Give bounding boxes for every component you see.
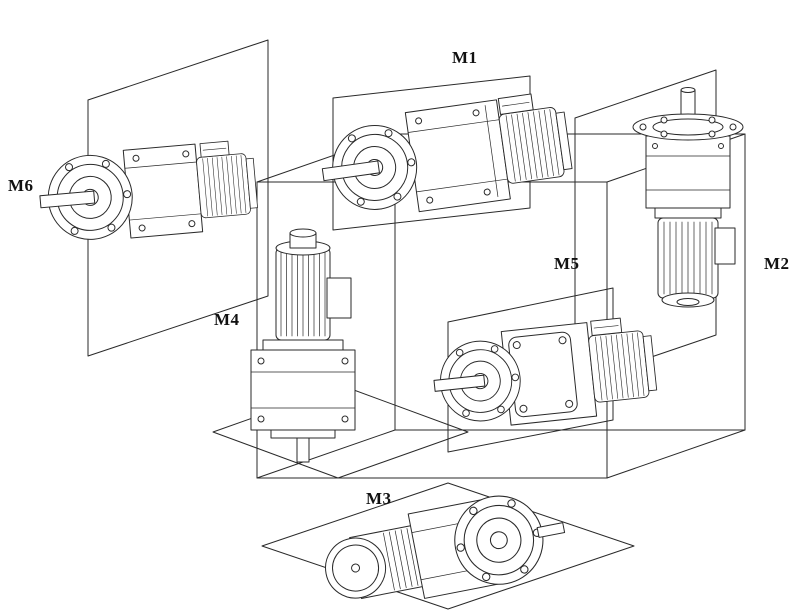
mounting-plane-m5 (447, 287, 614, 453)
motor-m4-top-cap (289, 228, 317, 238)
motor-m2-fan-hub (676, 298, 700, 306)
motor-m4-gearbox (250, 349, 356, 431)
motor-m2-gearbox (645, 135, 731, 209)
label-m6: M6 (8, 176, 34, 195)
motor-m2-motor (657, 217, 719, 299)
motor-m4-fins (280, 251, 326, 337)
motor-m3-fan-cover (325, 537, 387, 599)
motor-m6-terminal-box (199, 140, 230, 158)
mounting-plane-m2 (574, 69, 717, 384)
motor-m2-fins (663, 221, 713, 295)
motor-m2-flange-plate (632, 113, 744, 141)
motor-m2-shaft-end (680, 87, 696, 93)
motor-m3 (325, 487, 566, 599)
motor-m5-gearbox (500, 322, 598, 426)
mounting-planes (87, 39, 717, 610)
motor-m4-output-flange (270, 429, 336, 439)
motor-m1-gearbox (404, 99, 511, 213)
motor-m6-motor (195, 152, 259, 219)
motor-m4-adapter (262, 339, 344, 351)
motor-m2-terminal-box (714, 227, 736, 265)
motor-m5-shaft (433, 374, 486, 392)
label-m5: M5 (554, 254, 580, 273)
label-m1: M1 (452, 48, 478, 67)
motor-m3-shaft (536, 522, 566, 538)
motor-m4 (250, 228, 356, 463)
label-m3: M3 (366, 489, 392, 508)
motor-m2 (632, 87, 744, 308)
label-m2: M2 (764, 254, 790, 273)
motor-m6 (39, 140, 259, 244)
motor-m1-motor (498, 105, 574, 185)
motor-m2-fan-cap (661, 292, 715, 308)
motor-m4-output-shaft (296, 437, 310, 463)
mounting-plane-m6 (87, 39, 269, 357)
motor-m1-shaft (321, 160, 380, 182)
mounting-plane-m1 (332, 75, 531, 231)
motor-m4-motor (275, 240, 331, 341)
motor-m6-gearbox (122, 143, 204, 239)
motor-m2-adapter (654, 207, 722, 219)
motor-m1 (321, 93, 574, 216)
box-back-face (394, 133, 746, 431)
motor-m5-terminal-box (590, 317, 623, 336)
label-m4: M4 (214, 310, 240, 329)
motor-m5 (433, 317, 658, 426)
motor-m5-motor (587, 329, 658, 404)
motor-m6-shaft (39, 190, 96, 209)
motor-m3-fins (383, 528, 419, 591)
motor-m4-terminal-box (326, 277, 352, 319)
motor-m3-motor (325, 524, 425, 599)
